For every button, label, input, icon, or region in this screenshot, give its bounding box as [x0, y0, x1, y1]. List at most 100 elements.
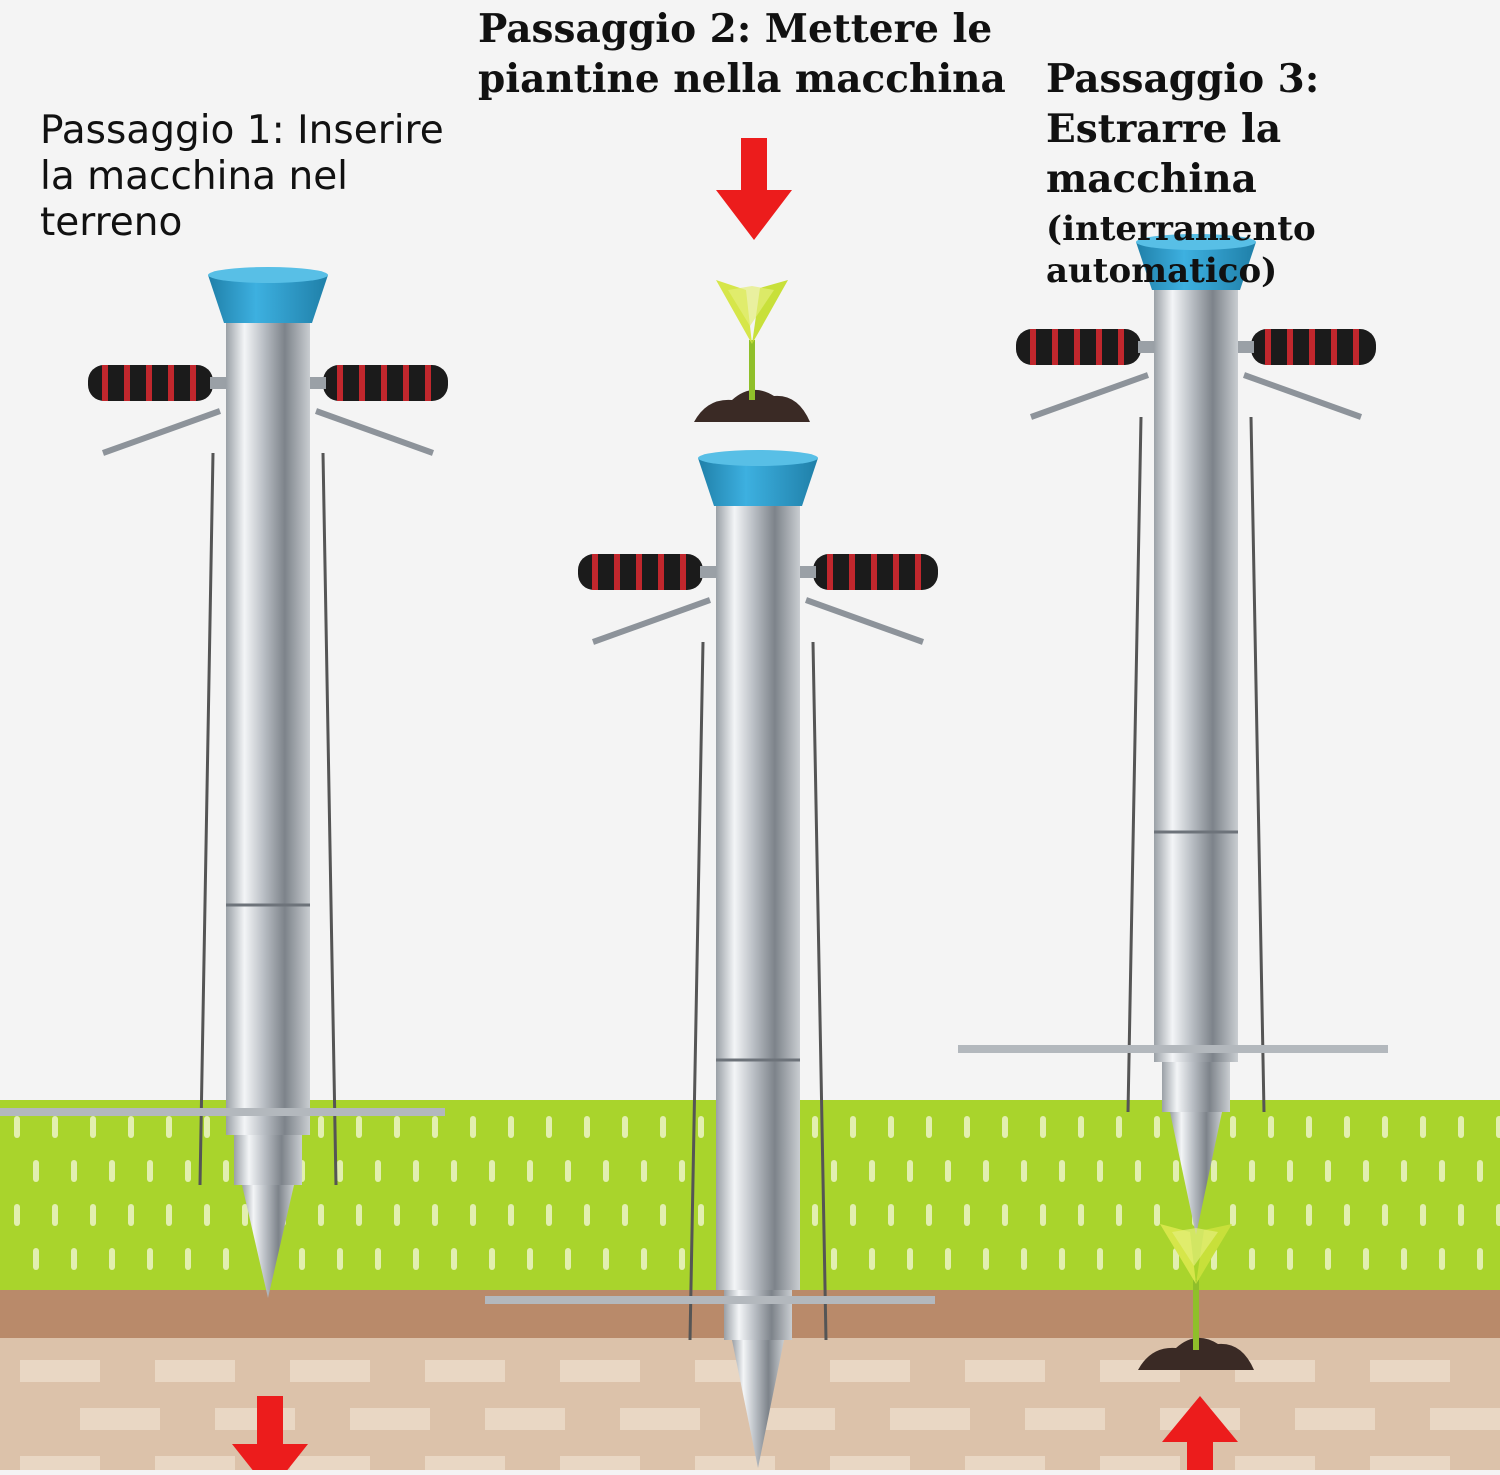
step-3-caption-block: Passaggio 3: Estrarre la macchina (inter… [1046, 4, 1319, 342]
grass-dash [1458, 1204, 1464, 1226]
grass-dash [812, 1116, 818, 1138]
grass-dash [1249, 1248, 1255, 1270]
soil-block [1295, 1408, 1375, 1430]
step-3-note: (interramento automatico) [1046, 209, 1316, 291]
grass-dash [432, 1116, 438, 1138]
soil-block [695, 1456, 775, 1475]
soil-block [80, 1408, 160, 1430]
grass-dash [1097, 1160, 1103, 1182]
grass-dash [1325, 1248, 1331, 1270]
grass-dash [964, 1116, 970, 1138]
grass-dash [1382, 1204, 1388, 1226]
grass-dash [470, 1116, 476, 1138]
soil-block [350, 1408, 430, 1430]
grass-dash [1002, 1204, 1008, 1226]
grass-dash [527, 1248, 533, 1270]
grass-dash [964, 1204, 970, 1226]
grass-dash [1059, 1160, 1065, 1182]
grass-dash [1496, 1204, 1500, 1226]
grass-dash [1078, 1116, 1084, 1138]
grass-dash [1477, 1160, 1483, 1182]
grass-dash [318, 1116, 324, 1138]
grass-dash [926, 1116, 932, 1138]
grass-dash [1002, 1116, 1008, 1138]
grass-dash [1173, 1248, 1179, 1270]
grass-dash [1021, 1160, 1027, 1182]
grass-dash [983, 1160, 989, 1182]
planter-tools [0, 234, 1388, 1468]
soil-block [290, 1456, 370, 1475]
grass-dash [1040, 1116, 1046, 1138]
grass-dash [318, 1204, 324, 1226]
grass-dash [1154, 1204, 1160, 1226]
grass-dash [527, 1160, 533, 1182]
grass-dash [166, 1204, 172, 1226]
grass-dash [1059, 1248, 1065, 1270]
soil-block [1100, 1456, 1180, 1475]
soil-block [890, 1408, 970, 1430]
grass-dash [926, 1204, 932, 1226]
grass-dash [1344, 1204, 1350, 1226]
grass-dash [375, 1160, 381, 1182]
grass-dash [1439, 1248, 1445, 1270]
grass-dash [508, 1204, 514, 1226]
grass-dash [1401, 1248, 1407, 1270]
grass-dash [831, 1160, 837, 1182]
grass-dash [945, 1248, 951, 1270]
soil-block [290, 1360, 370, 1382]
grass-dash [223, 1160, 229, 1182]
grass-dash [337, 1160, 343, 1182]
arrow-up-icon [1162, 1396, 1238, 1475]
grass-dash [14, 1116, 20, 1138]
grass-dash [508, 1116, 514, 1138]
grass-dash [1420, 1116, 1426, 1138]
grass-dash [622, 1116, 628, 1138]
grass-dash [451, 1248, 457, 1270]
grass-dash [1211, 1160, 1217, 1182]
grass-texture [14, 1116, 1500, 1270]
soil-block [965, 1456, 1045, 1475]
grass-dash [204, 1204, 210, 1226]
grass-dash [375, 1248, 381, 1270]
grass-dash [660, 1204, 666, 1226]
soil-block [425, 1456, 505, 1475]
grass-dash [1344, 1116, 1350, 1138]
grass-dash [1496, 1116, 1500, 1138]
grass-dash [1097, 1248, 1103, 1270]
grass-dash [147, 1160, 153, 1182]
seedling-top [694, 280, 810, 422]
soil-block [1235, 1456, 1315, 1475]
grass-dash [337, 1248, 343, 1270]
grass-dash [907, 1160, 913, 1182]
grass-dash [869, 1248, 875, 1270]
grass-dash [1382, 1116, 1388, 1138]
grass-dash [1420, 1204, 1426, 1226]
grass-dash [622, 1204, 628, 1226]
planter-tool-icon [485, 450, 938, 1468]
grass-dash [850, 1204, 856, 1226]
grass-dash [394, 1116, 400, 1138]
grass-dash [394, 1204, 400, 1226]
soil-block [560, 1456, 640, 1475]
grass-dash [1154, 1116, 1160, 1138]
grass-dash [584, 1116, 590, 1138]
soil-block [425, 1360, 505, 1382]
grass-dash [1116, 1116, 1122, 1138]
soil-block [155, 1360, 235, 1382]
grass-dash [413, 1248, 419, 1270]
grass-dash [1078, 1204, 1084, 1226]
grass-dash [603, 1248, 609, 1270]
grass-dash [641, 1160, 647, 1182]
grass-dash [1306, 1116, 1312, 1138]
grass-dash [1363, 1248, 1369, 1270]
grass-dash [812, 1204, 818, 1226]
grass-dash [71, 1248, 77, 1270]
seedling-icon [1138, 1224, 1254, 1370]
soil-block [155, 1456, 235, 1475]
grass-dash [451, 1160, 457, 1182]
grass-dash [1401, 1160, 1407, 1182]
seedling-planted [1138, 1224, 1254, 1370]
soil-block [1235, 1360, 1315, 1382]
grass-dash [356, 1116, 362, 1138]
